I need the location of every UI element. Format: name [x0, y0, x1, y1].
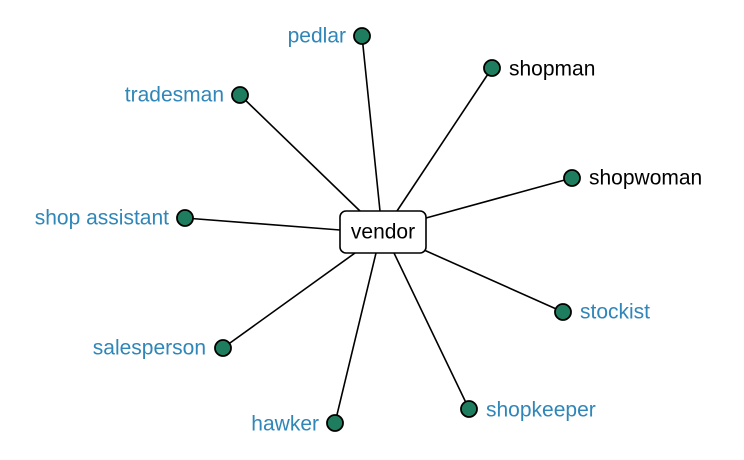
- node-dot-hawker[interactable]: [326, 414, 344, 432]
- node-label-stockist[interactable]: stockist: [580, 301, 650, 324]
- node-shopman[interactable]: shopman: [483, 58, 595, 81]
- node-stockist[interactable]: stockist: [554, 301, 650, 324]
- edge-tradesman: [239, 94, 361, 212]
- edge-pedlar: [361, 35, 381, 212]
- node-dot-pedlar[interactable]: [353, 27, 371, 45]
- edge-shopman: [396, 67, 493, 212]
- node-hawker[interactable]: hawker: [251, 413, 344, 436]
- node-label-shopman[interactable]: shopman: [509, 58, 595, 81]
- edge-shop-assistant: [184, 217, 341, 231]
- node-label-pedlar[interactable]: pedlar: [288, 25, 346, 48]
- node-label-shop-assistant[interactable]: shop assistant: [35, 207, 169, 230]
- edge-salesperson: [222, 252, 356, 349]
- node-pedlar[interactable]: pedlar: [288, 25, 371, 48]
- node-dot-shopman[interactable]: [483, 59, 501, 77]
- edge-layer: [184, 35, 573, 424]
- node-tradesman[interactable]: tradesman: [125, 84, 249, 107]
- edge-stockist: [423, 249, 564, 313]
- center-node-box: [339, 210, 427, 254]
- node-label-shopwoman[interactable]: shopwoman: [589, 167, 702, 190]
- edge-hawker: [334, 252, 377, 424]
- node-dot-shopkeeper[interactable]: [460, 400, 478, 418]
- edge-shopwoman: [425, 177, 573, 219]
- node-dot-tradesman[interactable]: [231, 86, 249, 104]
- node-label-salesperson[interactable]: salesperson: [93, 337, 206, 360]
- center-node-label: vendor: [351, 221, 415, 244]
- node-layer: pedlar shopman tradesman shopwoman shop assi…: [35, 25, 702, 436]
- edge-shopkeeper: [393, 252, 470, 410]
- node-label-hawker[interactable]: hawker: [251, 413, 319, 436]
- node-label-tradesman[interactable]: tradesman: [125, 84, 224, 107]
- center-node: vendor: [339, 210, 427, 254]
- node-dot-shopwoman[interactable]: [563, 169, 581, 187]
- node-salesperson[interactable]: salesperson: [93, 337, 232, 360]
- node-shopwoman[interactable]: shopwoman: [563, 167, 702, 190]
- node-shop-assistant[interactable]: shop assistant: [35, 207, 194, 230]
- node-label-shopkeeper[interactable]: shopkeeper: [486, 399, 596, 422]
- node-dot-shop-assistant[interactable]: [176, 209, 194, 227]
- node-shopkeeper[interactable]: shopkeeper: [460, 399, 596, 422]
- node-dot-stockist[interactable]: [554, 303, 572, 321]
- node-dot-salesperson[interactable]: [214, 339, 232, 357]
